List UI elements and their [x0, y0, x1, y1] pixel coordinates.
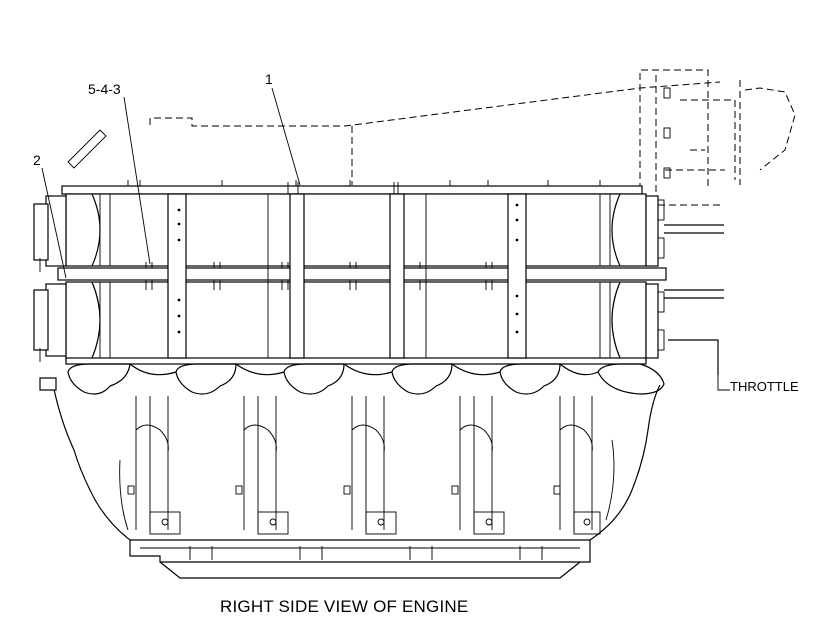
throttle-label: THROTTLE	[730, 379, 799, 394]
lower-aftercooler-housing	[65, 281, 647, 365]
cylinder-column	[351, 396, 397, 535]
manifold-runners	[67, 363, 665, 395]
left-end-flanges	[33, 195, 67, 362]
right-end-flanges	[645, 195, 719, 375]
callout-2-label: 2	[33, 152, 41, 168]
upper-aftercooler-housing	[61, 185, 647, 267]
diagram-caption: RIGHT SIDE VIEW OF ENGINE	[220, 597, 468, 616]
cylinder-block	[39, 377, 661, 579]
callout-5-4-3-label: 5-4-3	[88, 81, 121, 97]
cylinder-column	[559, 396, 601, 535]
phantom-engine-outline	[67, 69, 796, 299]
callout-1-label: 1	[265, 71, 273, 87]
cylinder-column	[135, 396, 181, 535]
cylinder-column	[243, 396, 289, 535]
leader-lines	[41, 87, 730, 391]
bolt-studs	[127, 180, 601, 290]
middle-tie-bar	[57, 267, 667, 281]
housing-ribs	[167, 182, 527, 359]
cylinder-column	[459, 396, 505, 535]
